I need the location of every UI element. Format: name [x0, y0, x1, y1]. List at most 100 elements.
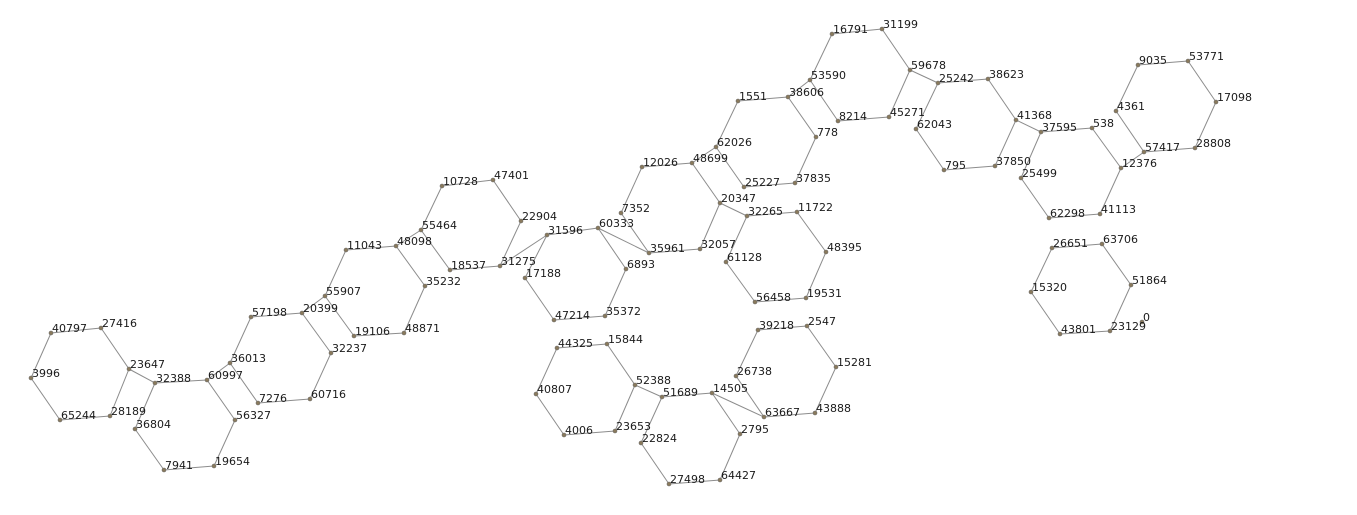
- node-44325[interactable]: [554, 345, 560, 351]
- node-41368[interactable]: [1013, 117, 1019, 123]
- node-53590[interactable]: [807, 77, 813, 83]
- node-62298[interactable]: [1046, 215, 1052, 221]
- node-39218[interactable]: [755, 327, 761, 333]
- node-64427[interactable]: [717, 477, 723, 483]
- node-31199[interactable]: [879, 26, 885, 32]
- node-25242[interactable]: [935, 80, 941, 86]
- node-4361[interactable]: [1113, 108, 1119, 114]
- node-19531[interactable]: [803, 295, 809, 301]
- node-48699[interactable]: [689, 160, 695, 166]
- node-23653[interactable]: [612, 428, 618, 434]
- node-31275[interactable]: [497, 263, 503, 269]
- node-4006[interactable]: [561, 432, 567, 438]
- node-23129[interactable]: [1107, 328, 1113, 334]
- node-22904[interactable]: [518, 218, 524, 224]
- node-40807[interactable]: [533, 391, 539, 397]
- node-62026[interactable]: [713, 144, 719, 150]
- node-32057[interactable]: [697, 246, 703, 252]
- node-37850[interactable]: [992, 163, 998, 169]
- node-37595[interactable]: [1038, 129, 1044, 135]
- node-52388[interactable]: [632, 382, 638, 388]
- node-19654[interactable]: [211, 463, 217, 469]
- node-47214[interactable]: [551, 317, 557, 323]
- node-36013[interactable]: [227, 360, 233, 366]
- node-18537[interactable]: [447, 267, 453, 273]
- node-57198[interactable]: [248, 314, 254, 320]
- node-19106[interactable]: [351, 333, 357, 339]
- node-25499[interactable]: [1018, 175, 1024, 181]
- node-36804[interactable]: [132, 426, 138, 432]
- node-45271[interactable]: [886, 114, 892, 120]
- node-7941[interactable]: [161, 467, 167, 473]
- node-795[interactable]: [941, 167, 947, 173]
- node-7276[interactable]: [255, 400, 261, 406]
- node-28189[interactable]: [107, 413, 113, 419]
- node-60333[interactable]: [595, 225, 601, 231]
- node-63667[interactable]: [761, 414, 767, 420]
- node-22824[interactable]: [638, 440, 644, 446]
- node-60716[interactable]: [307, 396, 313, 402]
- node-20347[interactable]: [717, 200, 723, 206]
- node-1551[interactable]: [735, 98, 741, 104]
- node-32388[interactable]: [152, 380, 158, 386]
- node-38623[interactable]: [985, 76, 991, 82]
- node-48098[interactable]: [393, 243, 399, 249]
- node-51864[interactable]: [1128, 282, 1134, 288]
- node-31596[interactable]: [544, 232, 550, 238]
- node-0[interactable]: [1139, 319, 1145, 325]
- node-57417[interactable]: [1141, 149, 1147, 155]
- node-7352[interactable]: [618, 210, 624, 216]
- node-26651[interactable]: [1049, 245, 1055, 251]
- node-6893[interactable]: [623, 266, 629, 272]
- node-65244[interactable]: [57, 417, 63, 423]
- node-56327[interactable]: [232, 417, 238, 423]
- node-14505[interactable]: [709, 390, 715, 396]
- node-28808[interactable]: [1192, 145, 1198, 151]
- node-43888[interactable]: [812, 410, 818, 416]
- node-32265[interactable]: [744, 213, 750, 219]
- node-62043[interactable]: [913, 126, 919, 132]
- node-35372[interactable]: [602, 313, 608, 319]
- node-12026[interactable]: [639, 164, 645, 170]
- node-60997[interactable]: [204, 377, 210, 383]
- node-11722[interactable]: [794, 209, 800, 215]
- node-40797[interactable]: [48, 330, 54, 336]
- node-37835[interactable]: [792, 180, 798, 186]
- node-35232[interactable]: [422, 283, 428, 289]
- node-15844[interactable]: [604, 341, 610, 347]
- node-63706[interactable]: [1099, 241, 1105, 247]
- node-61128[interactable]: [723, 259, 729, 265]
- node-56458[interactable]: [752, 299, 758, 305]
- node-11043[interactable]: [343, 247, 349, 253]
- node-48871[interactable]: [401, 330, 407, 336]
- node-51689[interactable]: [659, 394, 665, 400]
- node-27498[interactable]: [666, 481, 672, 487]
- node-17188[interactable]: [522, 275, 528, 281]
- node-8214[interactable]: [835, 118, 841, 124]
- node-23647[interactable]: [126, 366, 132, 372]
- node-9035[interactable]: [1135, 62, 1141, 68]
- node-2795[interactable]: [737, 431, 743, 437]
- node-538[interactable]: [1089, 125, 1095, 131]
- node-41113[interactable]: [1097, 211, 1103, 217]
- node-20399[interactable]: [299, 310, 305, 316]
- node-38606[interactable]: [785, 94, 791, 100]
- node-15281[interactable]: [833, 364, 839, 370]
- node-55907[interactable]: [322, 293, 328, 299]
- node-35961[interactable]: [646, 250, 652, 256]
- node-55464[interactable]: [418, 227, 424, 233]
- node-12376[interactable]: [1118, 165, 1124, 171]
- node-47401[interactable]: [490, 177, 496, 183]
- node-32237[interactable]: [328, 350, 334, 356]
- node-2547[interactable]: [804, 323, 810, 329]
- node-3996[interactable]: [28, 375, 34, 381]
- node-59678[interactable]: [907, 67, 913, 73]
- node-778[interactable]: [813, 134, 819, 140]
- node-48395[interactable]: [823, 249, 829, 255]
- node-17098[interactable]: [1213, 99, 1219, 105]
- node-15320[interactable]: [1028, 289, 1034, 295]
- node-26738[interactable]: [733, 373, 739, 379]
- node-10728[interactable]: [439, 183, 445, 189]
- node-43801[interactable]: [1057, 331, 1063, 337]
- node-53771[interactable]: [1185, 58, 1191, 64]
